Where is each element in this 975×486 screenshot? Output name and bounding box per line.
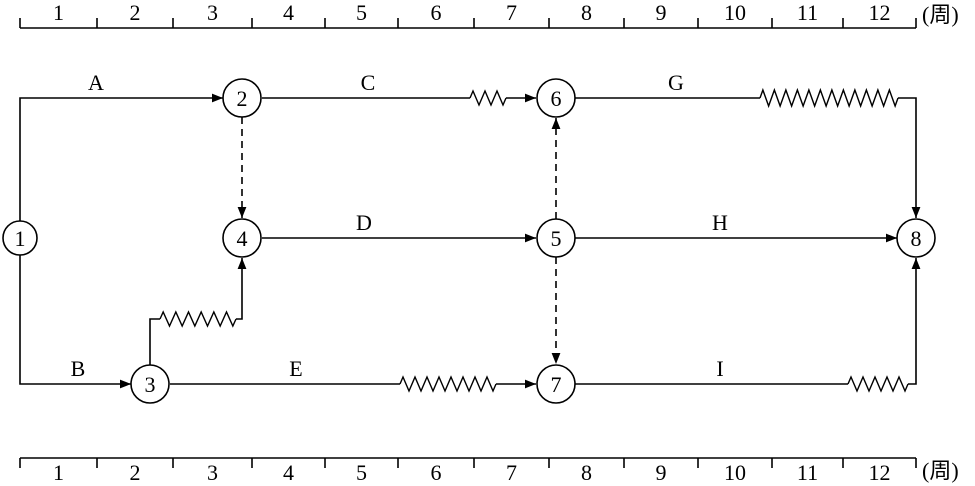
activity-i-label: I <box>716 356 723 381</box>
activity-e-free-float-wave <box>399 375 497 393</box>
bottom-scale-tick-label: 1 <box>53 460 64 485</box>
node-1-label: 1 <box>15 226 26 251</box>
bottom-scale-tick-label: 7 <box>506 460 517 485</box>
bottom-scale-tick-label: 4 <box>283 460 294 485</box>
top-scale-tick-label: 4 <box>283 0 294 25</box>
node-5: 5 <box>536 218 576 258</box>
activity-e-label: E <box>289 356 302 381</box>
top-scale-tick-label: 10 <box>724 0 746 25</box>
node-3: 3 <box>130 364 170 404</box>
node-8-label: 8 <box>911 226 922 251</box>
node-7-circle <box>536 364 576 404</box>
activity-d-label: D <box>356 210 372 235</box>
bottom-scale-tick-label: 2 <box>130 460 141 485</box>
top-scale-tick-label: 3 <box>207 0 218 25</box>
node-4-label: 4 <box>237 226 248 251</box>
bottom-scale-tick-label: 6 <box>431 460 442 485</box>
bottom-scale-tick-label: 10 <box>724 460 746 485</box>
activity-c-free-float-wave <box>469 89 507 107</box>
activity-h-label: H <box>712 210 728 235</box>
node-4-circle <box>222 218 262 258</box>
activity-g-arrow-tail <box>898 97 921 218</box>
top-scale-unit-label: (周) <box>922 2 959 27</box>
node-6-label: 6 <box>551 86 562 111</box>
bottom-scale-tick-label: 9 <box>656 460 667 485</box>
dummy-3-4-free-float-wave <box>159 310 237 328</box>
node-4: 4 <box>222 218 262 258</box>
activity-arrows: A B C G D H E I <box>19 70 921 393</box>
activity-a-arrow <box>19 93 223 221</box>
bottom-scale-tick-label: 12 <box>869 460 891 485</box>
node-3-circle <box>130 364 170 404</box>
bottom-scale-tick-label: 5 <box>356 460 367 485</box>
top-scale-tick-label: 5 <box>356 0 367 25</box>
dummy-3-4-arrow-tail <box>236 258 247 320</box>
node-2-circle <box>222 78 262 118</box>
node-5-circle <box>536 218 576 258</box>
top-scale-tick-label: 9 <box>656 0 667 25</box>
node-1: 1 <box>2 220 38 256</box>
activity-i-arrow-tail <box>908 258 921 385</box>
node-7: 7 <box>536 364 576 404</box>
top-scale-tick-label: 6 <box>431 0 442 25</box>
node-6-circle <box>536 78 576 118</box>
dummy-activities <box>149 117 561 365</box>
node-3-label: 3 <box>145 372 156 397</box>
bottom-scale-tick-label: 11 <box>797 460 818 485</box>
activity-c-label: C <box>361 70 376 95</box>
bottom-scale-tick-label: 8 <box>581 460 592 485</box>
node-1-circle <box>2 220 38 256</box>
node-7-label: 7 <box>551 372 562 397</box>
activity-g-free-float-wave <box>759 87 899 109</box>
activity-b-arrow <box>19 255 131 389</box>
top-scale-tick-label: 8 <box>581 0 592 25</box>
bottom-scale-tick-label: 3 <box>207 460 218 485</box>
node-6: 6 <box>536 78 576 118</box>
activity-b-label: B <box>71 356 86 381</box>
node-8-circle <box>896 218 936 258</box>
top-scale-tick-label: 12 <box>869 0 891 25</box>
bottom-scale-unit-label: (周) <box>922 458 959 483</box>
node-8: 8 <box>896 218 936 258</box>
node-2-label: 2 <box>237 86 248 111</box>
nodes: 1 2 3 4 5 6 7 8 <box>2 78 936 404</box>
node-5-label: 5 <box>551 226 562 251</box>
node-2: 2 <box>222 78 262 118</box>
activity-g-label: G <box>668 70 684 95</box>
top-scale-tick-label: 11 <box>797 0 818 25</box>
activity-i-free-float-wave <box>847 375 909 393</box>
top-scale-tick-label: 2 <box>130 0 141 25</box>
top-scale-tick-label: 1 <box>53 0 64 25</box>
top-scale-tick-label: 7 <box>506 0 517 25</box>
dummy-3-4-arrow <box>149 318 160 365</box>
activity-a-label: A <box>88 70 104 95</box>
